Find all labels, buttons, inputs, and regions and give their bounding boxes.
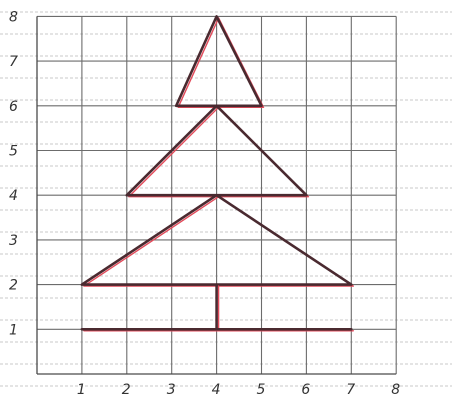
y-tick-label: 5	[9, 144, 18, 160]
tree-shapes	[80, 15, 354, 332]
y-tick-label: 4	[9, 188, 18, 204]
y-tick-label: 3	[9, 233, 18, 249]
x-tick-label: 7	[346, 382, 355, 398]
x-tick-labels: 1 2 3 4 5 6 7 8	[77, 382, 400, 398]
y-tick-label: 7	[9, 54, 18, 70]
x-tick-label: 4	[212, 382, 221, 398]
y-tick-label: 6	[9, 99, 18, 115]
x-tick-label: 6	[301, 382, 310, 398]
y-tick-label: 8	[9, 9, 18, 25]
y-tick-labels: 1 2 3 4 5 6 7 8	[9, 9, 18, 338]
axes	[36, 16, 397, 375]
tree-triangle-highlight	[177, 17, 265, 109]
x-tick-label: 2	[122, 382, 131, 398]
tree-triangle	[174, 15, 263, 108]
notebook-lines	[0, 11, 452, 387]
tree-triangle-highlight	[128, 106, 310, 198]
y-tick-label: 2	[9, 278, 18, 294]
x-tick-label: 1	[77, 382, 86, 398]
x-tick-label: 8	[391, 382, 400, 398]
y-tick-label: 1	[9, 322, 18, 338]
x-tick-label: 3	[167, 382, 176, 398]
x-tick-label: 5	[257, 382, 266, 398]
